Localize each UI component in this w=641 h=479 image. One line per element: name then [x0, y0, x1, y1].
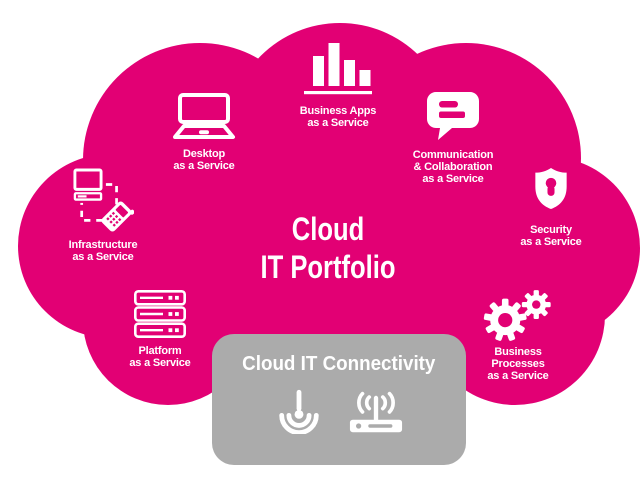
service-security: Security as a Service [481, 166, 621, 248]
service-desktop-label: Desktop as a Service [173, 148, 235, 172]
connectivity-title: Cloud IT Connectivity [242, 353, 436, 375]
computer-phone-sync-icon [72, 168, 134, 232]
connectivity-icons [274, 389, 404, 434]
wifi-router-icon [349, 391, 403, 433]
service-communication-label: Communication & Collaboration as a Servi… [412, 149, 494, 185]
service-desktop: Desktop as a Service [134, 93, 274, 172]
laptop-icon [173, 93, 235, 139]
shield-lock-icon [535, 167, 567, 210]
service-infrastructure-label: Infrastructure as a Service [68, 239, 138, 263]
ground-antenna-icon [279, 389, 319, 434]
service-communication: Communication & Collaboration as a Servi… [383, 90, 523, 185]
bar-chart-icon [304, 43, 372, 95]
service-infrastructure: Infrastructure as a Service [33, 168, 173, 263]
service-business-processes-label: Business Processes as a Service [487, 346, 549, 382]
service-platform-label: Platform as a Service [129, 345, 191, 369]
speech-bubble-icon [427, 92, 479, 140]
connectivity-box: Cloud IT Connectivity [212, 334, 466, 465]
gears-icon [483, 290, 551, 341]
server-rack-icon [134, 290, 186, 338]
service-business-apps-label: Business Apps as a Service [299, 105, 377, 129]
service-business-apps: Business Apps as a Service [268, 42, 408, 129]
service-business-processes: Business Processes as a Service [448, 290, 588, 382]
service-platform: Platform as a Service [90, 290, 230, 369]
cloud-title: Cloud IT Portfolio [260, 211, 396, 285]
service-security-label: Security as a Service [520, 224, 582, 248]
